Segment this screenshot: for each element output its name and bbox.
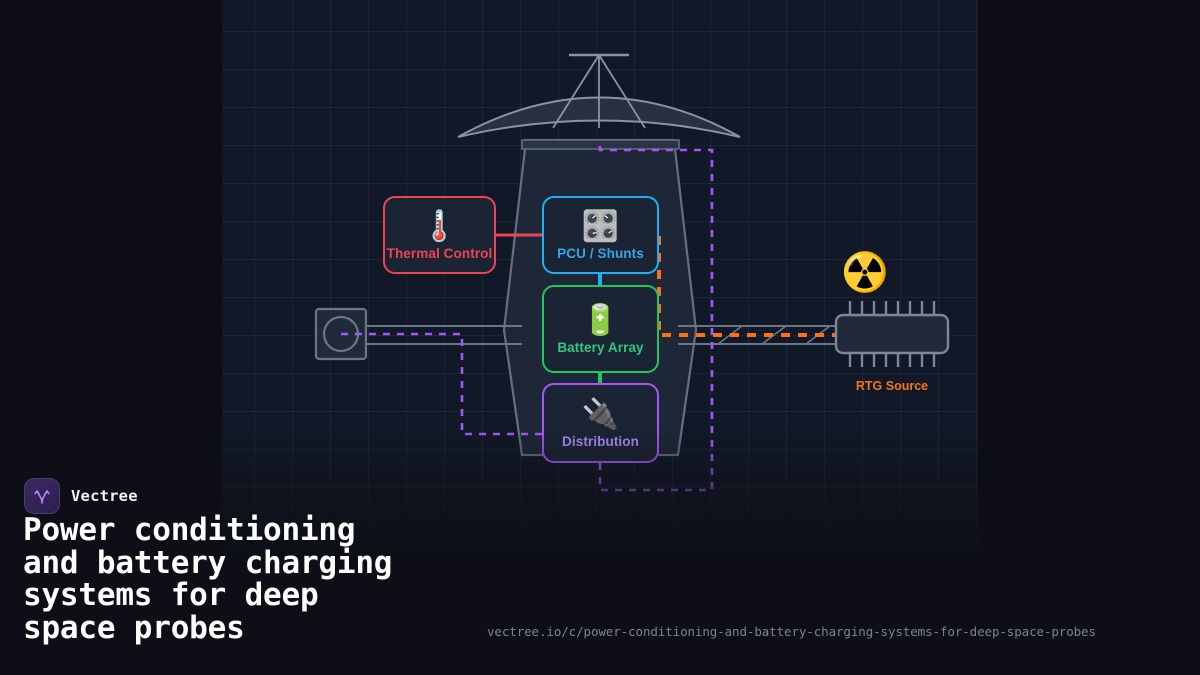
node-thermal-control[interactable]: 🌡️ Thermal Control bbox=[383, 196, 496, 274]
brand: Vectree bbox=[24, 478, 138, 514]
instrument-boom bbox=[342, 325, 862, 345]
electric-plug-icon: 🔌 bbox=[581, 396, 620, 432]
node-label: PCU / Shunts bbox=[557, 245, 644, 261]
thermometer-icon: 🌡️ bbox=[420, 208, 459, 244]
brand-name: Vectree bbox=[71, 487, 138, 505]
node-label: Distribution bbox=[562, 433, 639, 449]
high-gain-antenna-dish bbox=[457, 53, 741, 138]
battery-icon: 🔋 bbox=[581, 302, 620, 338]
radioactive-icon: ☢️ bbox=[841, 250, 889, 294]
page-title: Power conditioning and battery charging … bbox=[23, 512, 393, 646]
node-label: RTG Source bbox=[855, 379, 929, 393]
source-url: vectree.io/c/power-conditioning-and-batt… bbox=[487, 624, 1096, 639]
vectree-tree-glyph-icon bbox=[34, 490, 50, 504]
node-distribution[interactable]: 🔌 Distribution bbox=[542, 383, 659, 463]
node-rtg-source[interactable]: ☢️ bbox=[812, 253, 972, 403]
edge-distribution-to-thruster bbox=[341, 146, 714, 492]
node-label: Battery Array bbox=[557, 339, 644, 355]
control-knobs-icon: 🎛️ bbox=[581, 208, 620, 244]
node-battery-array[interactable]: 🔋 Battery Array bbox=[542, 285, 659, 373]
node-label: Thermal Control bbox=[386, 245, 493, 261]
diagram-panel: 🌡️ Thermal Control 🎛️ PCU / Shunts 🔋 Bat… bbox=[222, 0, 978, 548]
rtg-chip-icon bbox=[834, 301, 950, 367]
vectree-logo bbox=[24, 478, 60, 514]
node-pcu-shunts[interactable]: 🎛️ PCU / Shunts bbox=[542, 196, 659, 274]
